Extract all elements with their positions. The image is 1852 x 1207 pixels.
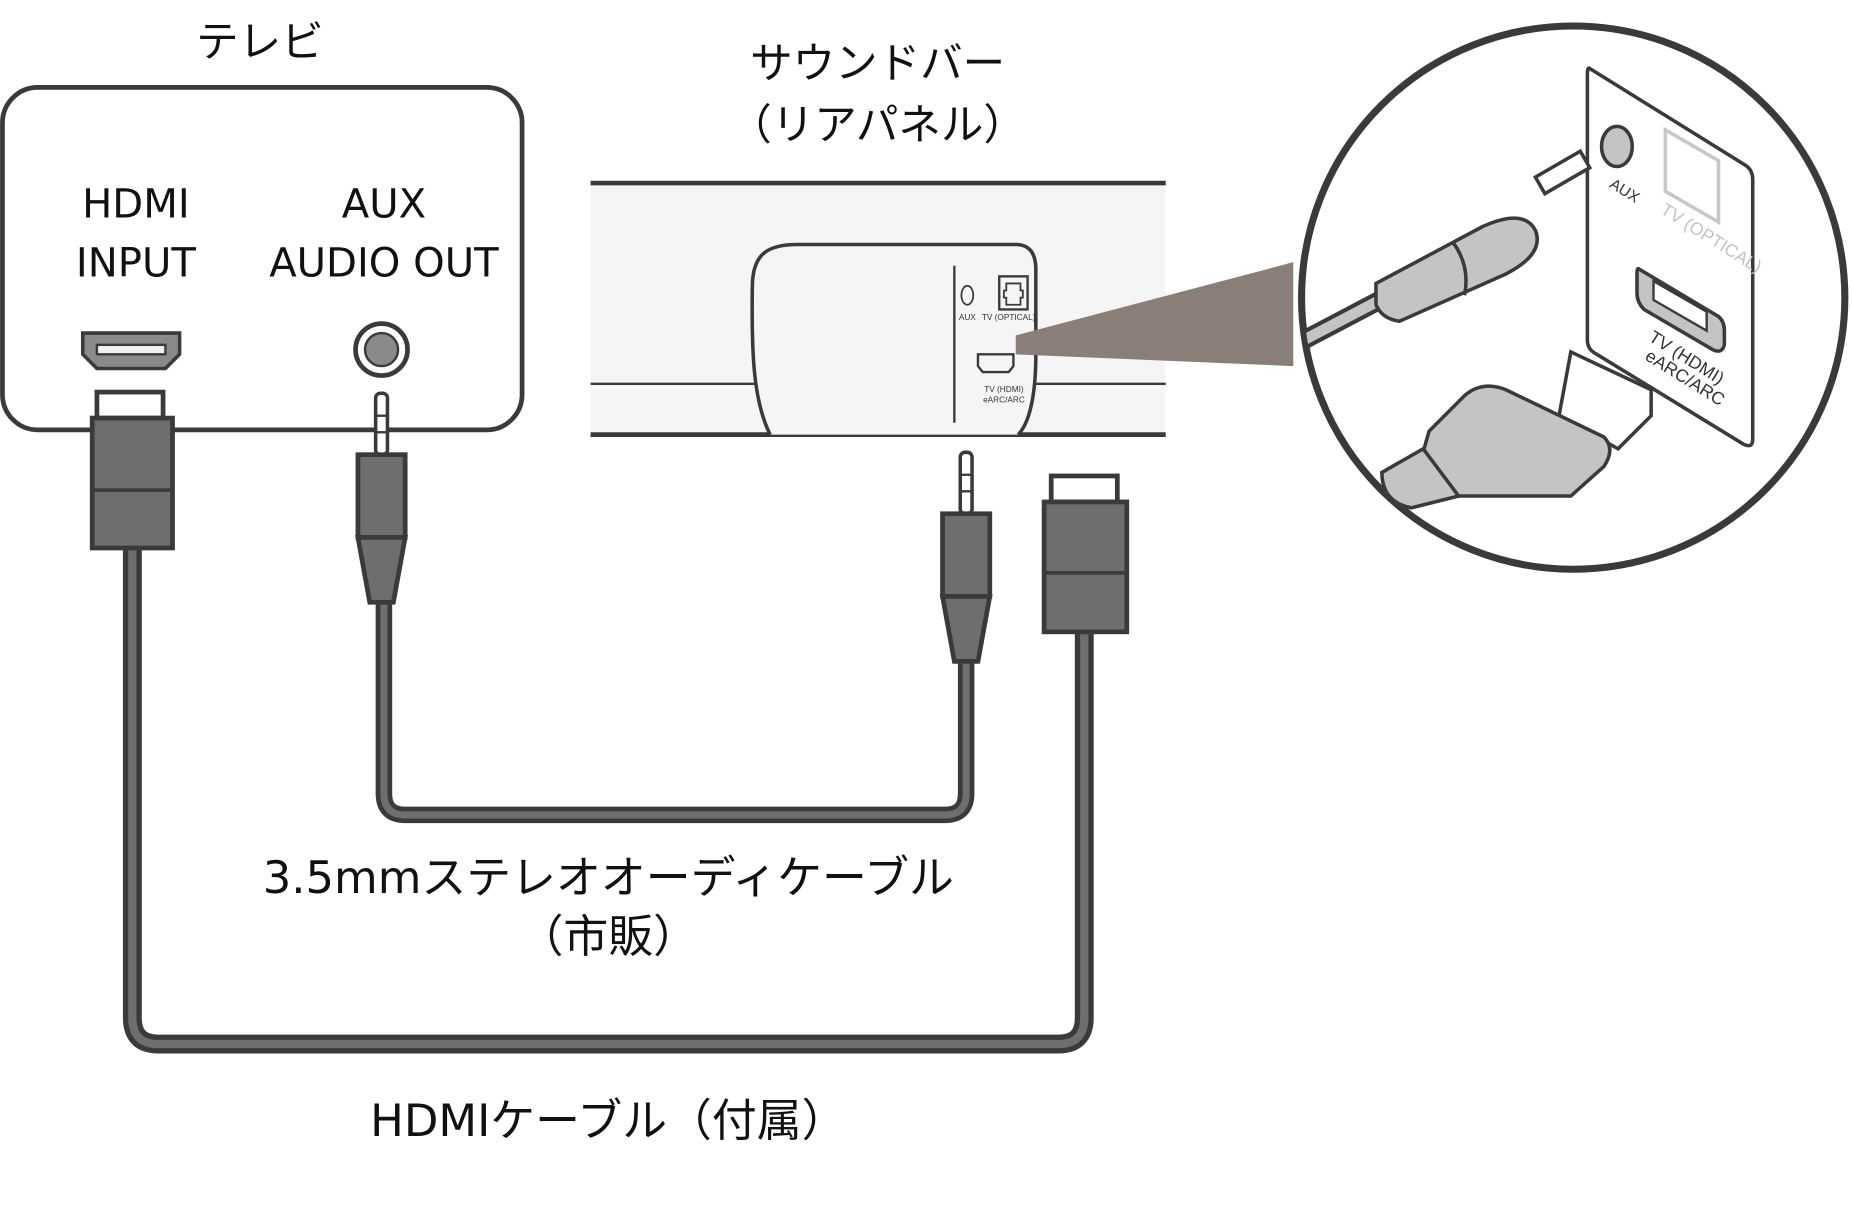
tv-aux-port-icon: [353, 321, 410, 378]
audio-cable: [375, 596, 975, 824]
tv-hdmi-label-2: INPUT: [76, 240, 196, 286]
inset-aux-port-icon: [1599, 124, 1635, 169]
hdmi-cable-label: HDMIケーブル（付属）: [370, 1094, 846, 1147]
audio-plug-soundbar-icon: [939, 450, 993, 664]
tv-hdmi-port-icon: [80, 331, 182, 371]
audio-cable-label: 3.5mmステレオオーディケーブル: [263, 851, 954, 904]
audio-plug-tv-icon: [355, 391, 409, 605]
audio-cable-note: （市販）: [519, 910, 698, 963]
inset-hdmi-plug-icon: [1380, 349, 1653, 510]
tv-aux-label: AUX: [342, 181, 426, 227]
inset-optical-port-icon: [1663, 126, 1721, 226]
tv-aux-label-2: AUDIO OUT: [269, 240, 499, 286]
zoom-inset: AUX TV (OPTICAL) TV (HDMI) eARC/ARC: [1298, 22, 1849, 573]
soundbar-hdmi-label: TV (HDMI): [984, 385, 1024, 394]
tv-title: テレビ: [196, 19, 324, 68]
hdmi-plug-tv-icon: [89, 389, 175, 551]
soundbar-optical-port-icon: [998, 275, 1029, 311]
soundbar-aux-label: AUX: [959, 313, 976, 322]
soundbar-subtitle: （リアパネル）: [729, 101, 1026, 150]
hdmi-cable: [122, 543, 1094, 1054]
soundbar-hdmi-port-icon: [976, 353, 1015, 374]
soundbar-optical-label: TV (OPTICAL): [982, 313, 1036, 322]
soundbar-title: サウンドバー: [750, 40, 1005, 89]
soundbar-hdmi-label-2: eARC/ARC: [983, 396, 1025, 405]
inset-audio-plug-icon: [1303, 148, 1593, 352]
soundbar-rear-panel: AUX TV (OPTICAL) TV (HDMI) eARC/ARC: [590, 180, 1166, 437]
soundbar-aux-port-icon: [960, 284, 975, 306]
zoom-beam: [1015, 262, 1294, 367]
hdmi-plug-soundbar-icon: [1041, 473, 1130, 635]
tv-hdmi-label: HDMI: [82, 181, 190, 227]
